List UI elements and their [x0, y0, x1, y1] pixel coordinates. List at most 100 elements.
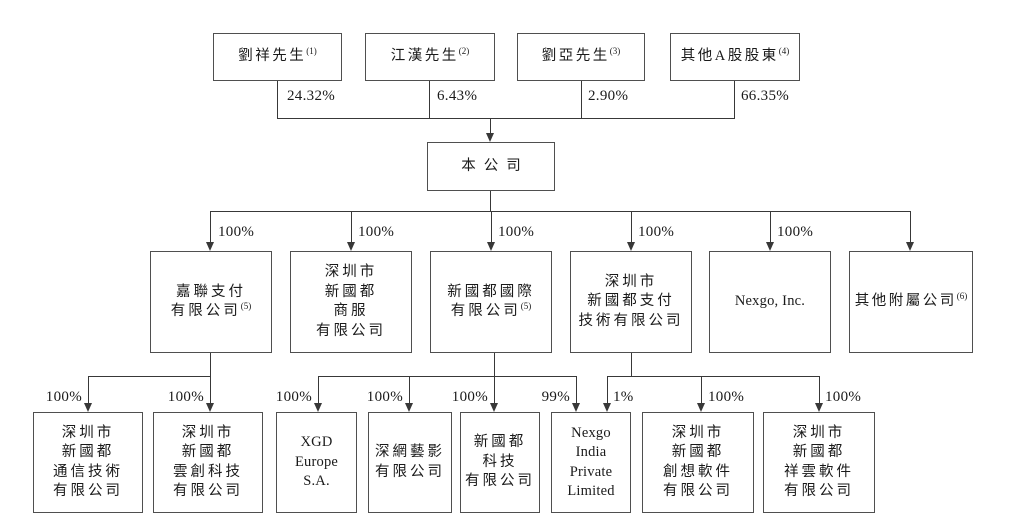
connector-line [581, 81, 583, 118]
ownership-pct-label: 100% [777, 224, 814, 240]
connector-line [576, 376, 578, 405]
arrowhead-down-icon [313, 403, 322, 412]
connector-line [318, 376, 320, 405]
connector-line [277, 81, 279, 118]
connector-line [701, 376, 703, 405]
arrowhead-down-icon [83, 403, 92, 412]
box-xinguodu-communication-technology: 深圳市 新國都 通信技術 有限公司 [33, 412, 143, 513]
box-xinguodu-payment-technology: 深圳市 新國都支付 技術有限公司 [570, 251, 692, 353]
arrowhead-down-icon [489, 403, 498, 412]
box-shenwang-yiying: 深網藝影 有限公司 [368, 412, 452, 513]
ownership-pct-label: 100% [358, 224, 395, 240]
box-xinguodu-xiangyun-software: 深圳市 新國都 祥雲軟件 有限公司 [763, 412, 875, 513]
footnote-ref: (5) [240, 301, 252, 312]
connector-line [88, 376, 90, 405]
company-name: 其他附屬公司 [854, 293, 957, 310]
connector-line [819, 376, 821, 405]
connector-line [494, 353, 496, 405]
arrowhead-down-icon [404, 403, 413, 412]
box-jiang-han: 江漢先生(2) [365, 33, 495, 81]
arrowhead-down-icon [814, 403, 823, 412]
ownership-pct-label: 2.90% [588, 88, 629, 104]
ownership-pct-label: 100% [638, 224, 675, 240]
ownership-pct-label: 100% [167, 389, 204, 405]
company-name: 新國都國際 有限公司 [447, 283, 535, 320]
shareholder-name: 江漢先生 [390, 48, 459, 65]
ownership-pct-label: 100% [218, 224, 255, 240]
ownership-pct-label: 100% [498, 224, 535, 240]
company-name: 深圳市 新國都 雲創科技 有限公司 [173, 424, 243, 500]
company-name: 深圳市 新國都 商服 有限公司 [316, 264, 386, 339]
box-xinguodu-shangfu: 深圳市 新國都 商服 有限公司 [290, 251, 412, 353]
ownership-pct-label: 99% [541, 389, 570, 405]
footnote-ref: (2) [458, 46, 470, 57]
box-liu-ya: 劉亞先生(3) [517, 33, 645, 81]
box-liu-xiang: 劉祥先生(1) [213, 33, 342, 81]
connector-line [88, 376, 211, 378]
company-name: Nexgo India Private Limited [567, 424, 615, 500]
box-nexgo-india: Nexgo India Private Limited [551, 412, 631, 513]
company-name: 深圳市 新國都 祥雲軟件 有限公司 [784, 424, 854, 500]
box-xinguodu-chuangxiang-software: 深圳市 新國都 創想軟件 有限公司 [642, 412, 754, 513]
connector-line [210, 211, 911, 213]
arrowhead-down-icon [486, 242, 495, 251]
box-the-company: 本公司 [427, 142, 555, 191]
arrowhead-down-icon [765, 242, 774, 251]
box-other-subsidiaries: 其他附屬公司(6) [849, 251, 973, 353]
connector-line [409, 376, 411, 405]
company-name: XGD Europe S.A. [294, 434, 339, 490]
shareholder-name: 劉祥先生 [238, 48, 307, 65]
box-jialian-payment: 嘉聯支付 有限公司(5) [150, 251, 272, 353]
shareholder-name: 其他A股股東 [680, 48, 779, 65]
connector-line [210, 211, 212, 244]
arrowhead-down-icon [346, 242, 355, 251]
connector-line [734, 81, 736, 118]
ownership-pct-label: 6.43% [437, 88, 478, 104]
footnote-ref: (6) [956, 291, 968, 302]
connector-line [607, 376, 609, 405]
arrowhead-down-icon [571, 403, 580, 412]
connector-line [770, 211, 772, 244]
ownership-pct-label: 24.32% [287, 88, 336, 104]
company-name: Nexgo, Inc. [734, 293, 806, 310]
connector-line [631, 353, 633, 376]
connector-line [351, 211, 353, 244]
connector-line [210, 376, 212, 405]
box-xinguodu-yunchuang-technology: 深圳市 新國都 雲創科技 有限公司 [153, 412, 263, 513]
footnote-ref: (5) [520, 301, 532, 312]
connector-line [490, 191, 492, 211]
connector-line [910, 211, 912, 244]
connector-line [491, 211, 493, 244]
connector-line [210, 353, 212, 376]
connector-line [490, 118, 492, 135]
ownership-pct-label: 100% [366, 389, 403, 405]
ownership-pct-label: 1% [613, 389, 634, 405]
ownership-pct-label: 100% [45, 389, 82, 405]
box-xgd-international: 新國都國際 有限公司(5) [430, 251, 552, 353]
company-name: 本公司 [461, 157, 529, 174]
company-name: 深圳市 新國都支付 技術有限公司 [578, 273, 684, 329]
box-xinguodu-technology: 新國都 科技 有限公司 [460, 412, 540, 513]
box-nexgo-inc: Nexgo, Inc. [709, 251, 831, 353]
ownership-pct-label: 100% [275, 389, 312, 405]
box-other-a-share-shareholders: 其他A股股東(4) [670, 33, 800, 81]
arrowhead-down-icon [205, 242, 214, 251]
connector-line [318, 376, 576, 378]
arrowhead-down-icon [485, 133, 494, 142]
box-xgd-europe: XGD Europe S.A. [276, 412, 357, 513]
connector-line [607, 376, 819, 378]
arrowhead-down-icon [905, 242, 914, 251]
arrowhead-down-icon [696, 403, 705, 412]
ownership-pct-label: 100% [451, 389, 488, 405]
footnote-ref: (4) [778, 46, 790, 57]
ownership-pct-label: 100% [825, 389, 862, 405]
company-name: 嘉聯支付 有限公司 [170, 283, 246, 320]
company-name: 新國都 科技 有限公司 [465, 434, 535, 490]
ownership-pct-label: 100% [708, 389, 745, 405]
shareholder-name: 劉亞先生 [541, 48, 610, 65]
company-name: 深圳市 新國都 通信技術 有限公司 [53, 424, 123, 500]
connector-line [631, 211, 633, 244]
footnote-ref: (1) [306, 46, 317, 57]
arrowhead-down-icon [626, 242, 635, 251]
